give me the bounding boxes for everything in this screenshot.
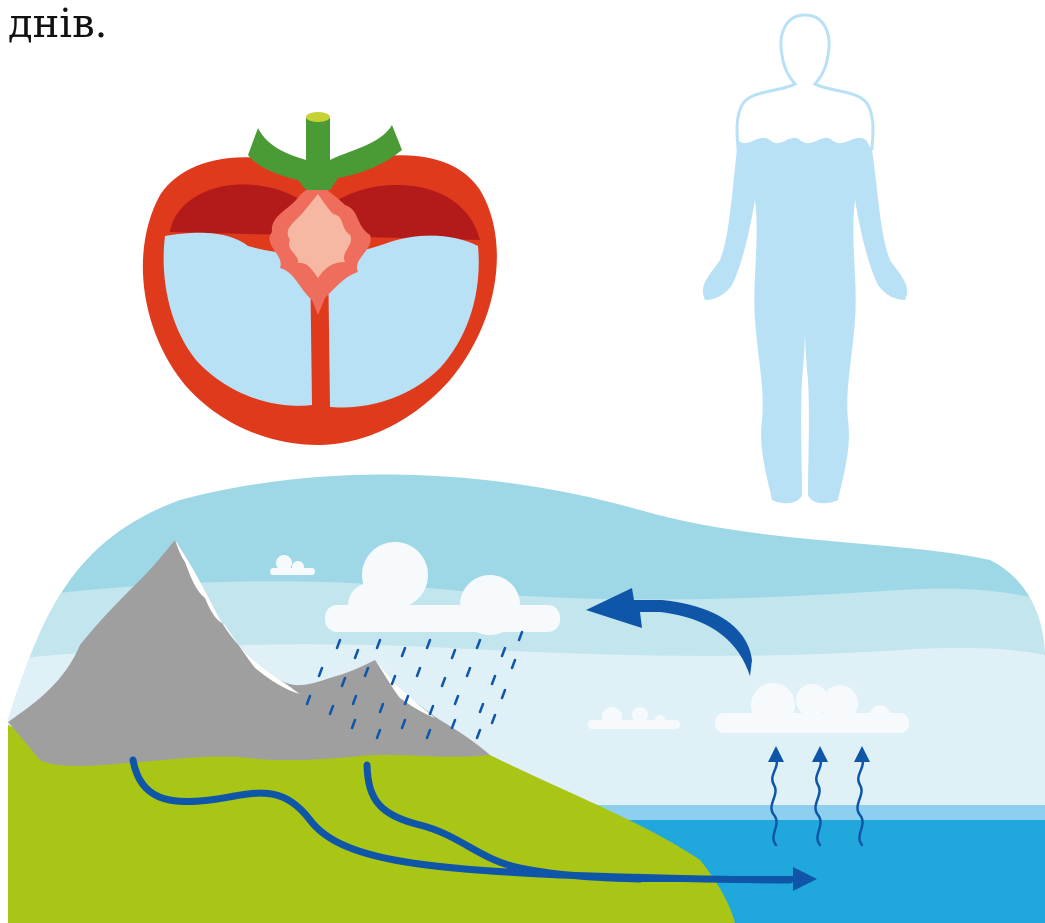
human-body-water [703, 138, 907, 503]
tomato-stem-tip [306, 112, 330, 122]
human-body-illustration [703, 15, 907, 503]
human-body-outline [805, 15, 873, 150]
water-cycle-illustration [0, 460, 1045, 923]
human-body-outline-left [737, 15, 805, 150]
tomato-illustration [143, 112, 497, 445]
